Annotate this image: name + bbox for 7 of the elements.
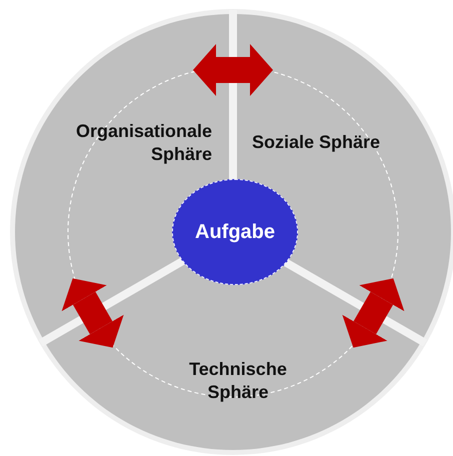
task-label: Aufgabe [195, 220, 275, 244]
double-arrow [193, 44, 273, 96]
sphere-label: Technische Sphäre [188, 358, 288, 403]
sphere-label: Soziale Sphäre [252, 131, 382, 154]
sphere-label: Organisationale Sphäre [74, 120, 212, 165]
double-arrow [342, 278, 404, 348]
double-arrow [62, 278, 124, 348]
